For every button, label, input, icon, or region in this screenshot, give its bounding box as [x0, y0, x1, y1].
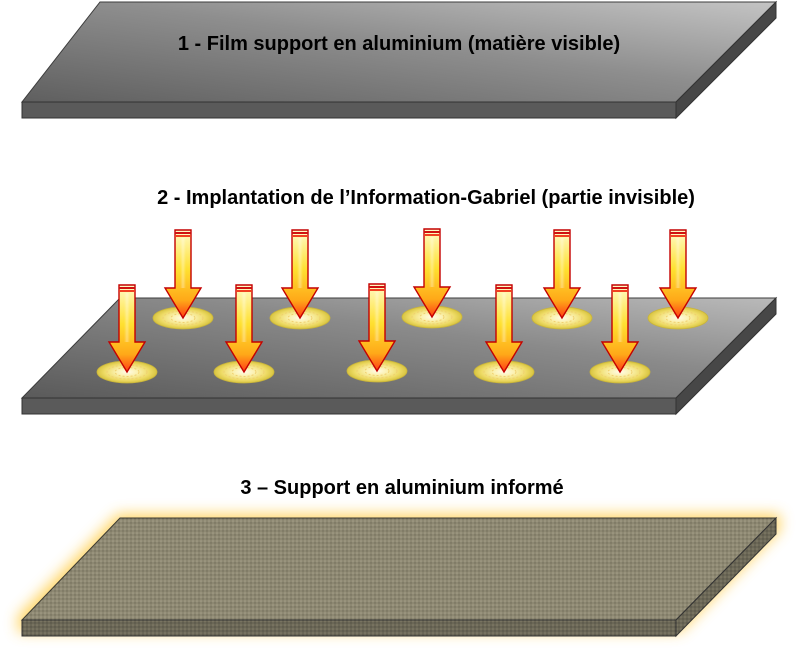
down-arrow-icon	[658, 229, 698, 320]
plate-3-side-edge	[675, 516, 777, 638]
step-3-label: 3 – Support en aluminium informé	[240, 477, 563, 499]
plate-1-front-edge	[21, 101, 677, 119]
down-arrow-icon	[224, 284, 264, 374]
plate-1-side-edge	[675, 0, 777, 120]
down-arrow-icon	[280, 229, 320, 320]
plate-2-front-edge	[21, 397, 677, 415]
plate-2-side-edge	[675, 296, 777, 416]
step-1-label: 1 - Film support en aluminium (matière v…	[178, 33, 620, 55]
information-arrows	[107, 228, 698, 374]
plate-1-aluminium-film	[20, 0, 778, 120]
down-arrow-icon	[412, 228, 452, 319]
plate-3-top	[20, 517, 778, 621]
down-arrow-icon	[357, 283, 397, 373]
plate-3-informed-aluminium	[18, 514, 780, 638]
plate-3-front-edge	[21, 619, 677, 637]
down-arrow-icon	[484, 284, 524, 374]
down-arrow-icon	[107, 284, 147, 374]
down-arrow-icon	[600, 284, 640, 374]
down-arrow-icon	[163, 229, 203, 320]
step-2-label: 2 - Implantation de l’Information-Gabrie…	[157, 187, 695, 209]
down-arrow-icon	[542, 229, 582, 320]
